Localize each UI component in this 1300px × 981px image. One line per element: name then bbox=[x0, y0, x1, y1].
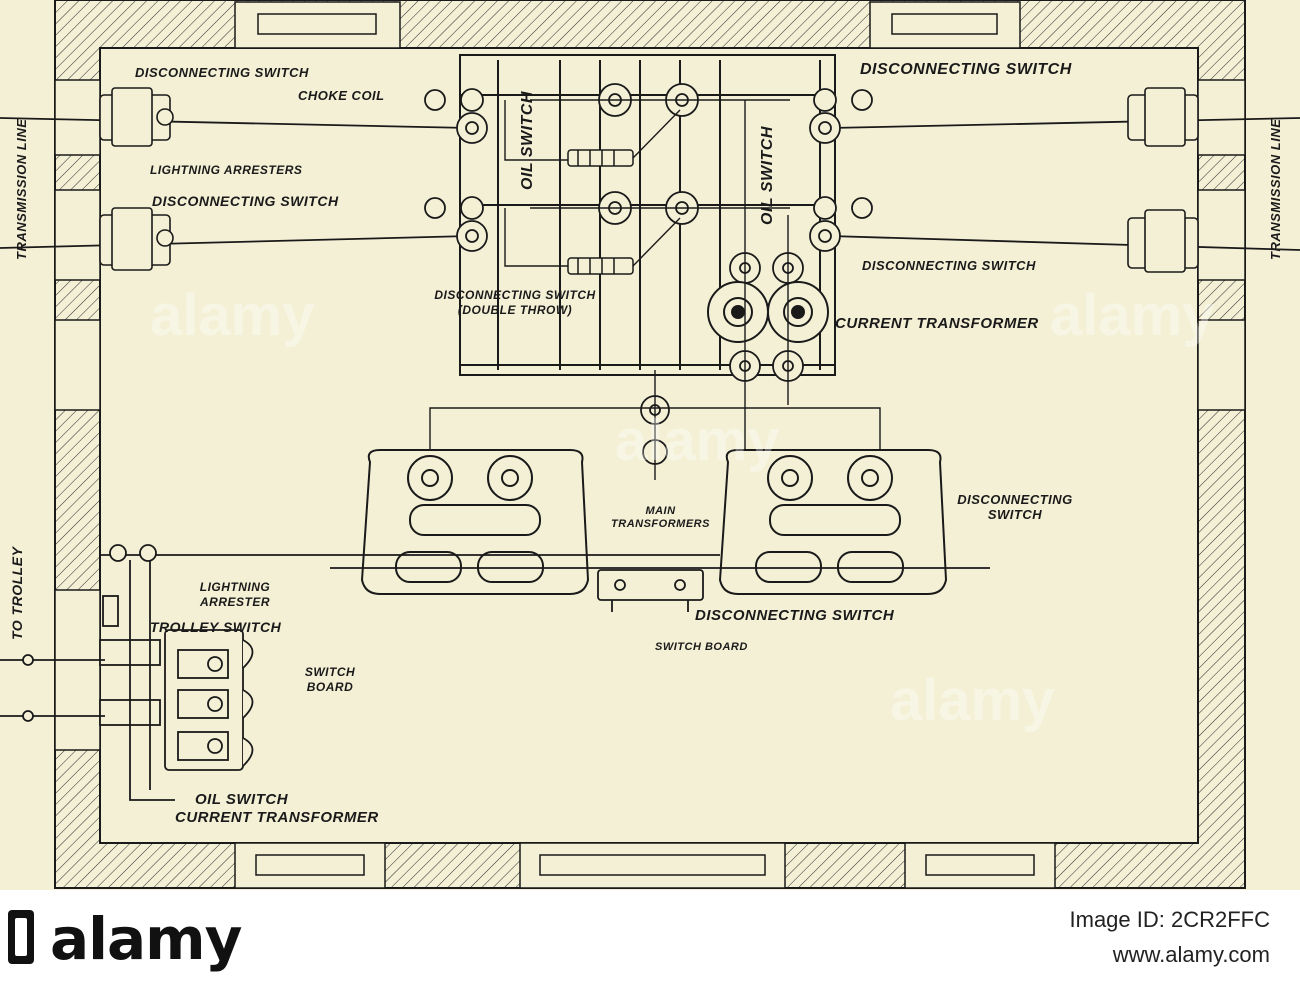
brand-logo-text: alamy bbox=[50, 905, 242, 973]
label-switch-board-left: SWITCH BOARD bbox=[304, 665, 356, 694]
label-disconnecting-switch-top-right: DISCONNECTING SWITCH bbox=[860, 61, 1072, 78]
left-entrance-insulators bbox=[99, 87, 174, 271]
label-main-transformers: MAIN TRANSFORMERS bbox=[611, 505, 710, 530]
label-disconnecting-switch-mid-right: DISCONNECTING SWITCH bbox=[862, 258, 1036, 273]
choke-coils bbox=[567, 149, 634, 275]
transmission-conductors bbox=[0, 117, 1300, 251]
label-lightning-arrester: LIGHTNING ARRESTER bbox=[199, 580, 271, 609]
footer-bar bbox=[0, 890, 1300, 981]
svg-text:alamy: alamy bbox=[890, 668, 1054, 733]
right-entrance-insulators bbox=[1127, 87, 1199, 273]
label-transmission-line-left: TRANSMISSION LINE bbox=[14, 118, 29, 260]
substation-plan-diagram: alamy alamy alamy alamy bbox=[0, 0, 1300, 890]
svg-text:alamy: alamy bbox=[1050, 283, 1214, 348]
label-oil-switch-right: OIL SWITCH bbox=[759, 126, 776, 225]
svg-text:alamy: alamy bbox=[615, 408, 779, 473]
label-disconnecting-switch-double-throw: DISCONNECTING SWITCH (DOUBLE THROW) bbox=[434, 288, 596, 317]
main-transformers bbox=[360, 449, 948, 595]
watermark: alamy alamy alamy alamy bbox=[150, 283, 1214, 733]
label-disconnecting-switch-transformer: DISCONNECTING SWITCH bbox=[957, 492, 1073, 522]
label-to-trolley: TO TROLLEY bbox=[9, 546, 25, 640]
label-oil-switch-left: OIL SWITCH bbox=[519, 91, 536, 190]
stock-url-text: www.alamy.com bbox=[1112, 942, 1270, 967]
label-current-transformer-top: CURRENT TRANSFORMER bbox=[835, 315, 1039, 332]
svg-text:alamy: alamy bbox=[150, 283, 314, 348]
image-id-text: Image ID: 2CR2FFC bbox=[1069, 907, 1271, 932]
label-choke-coil: CHOKE COIL bbox=[298, 88, 385, 103]
label-disconnecting-switch-bottom: DISCONNECTING SWITCH bbox=[695, 607, 895, 624]
label-switch-board-center: SWITCH BOARD bbox=[655, 641, 748, 653]
label-trolley-switch: TROLLEY SWITCH bbox=[150, 619, 282, 635]
current-transformers bbox=[707, 281, 829, 343]
label-lightning-arresters: LIGHTNING ARRESTERS bbox=[150, 163, 303, 177]
label-transmission-line-right: TRANSMISSION LINE bbox=[1268, 118, 1283, 260]
trolley-equipment bbox=[0, 544, 720, 801]
alamy-logo-icon bbox=[8, 910, 34, 964]
label-disconnecting-switch-top-left: DISCONNECTING SWITCH bbox=[135, 65, 309, 80]
label-oil-switch-bottom: OIL SWITCH bbox=[195, 791, 289, 808]
label-current-transformer-bottom: CURRENT TRANSFORMER bbox=[175, 809, 379, 826]
bus-wiring bbox=[429, 99, 881, 480]
label-disconnecting-switch-mid-left: DISCONNECTING SWITCH bbox=[152, 193, 339, 209]
center-switchboard bbox=[330, 567, 990, 612]
